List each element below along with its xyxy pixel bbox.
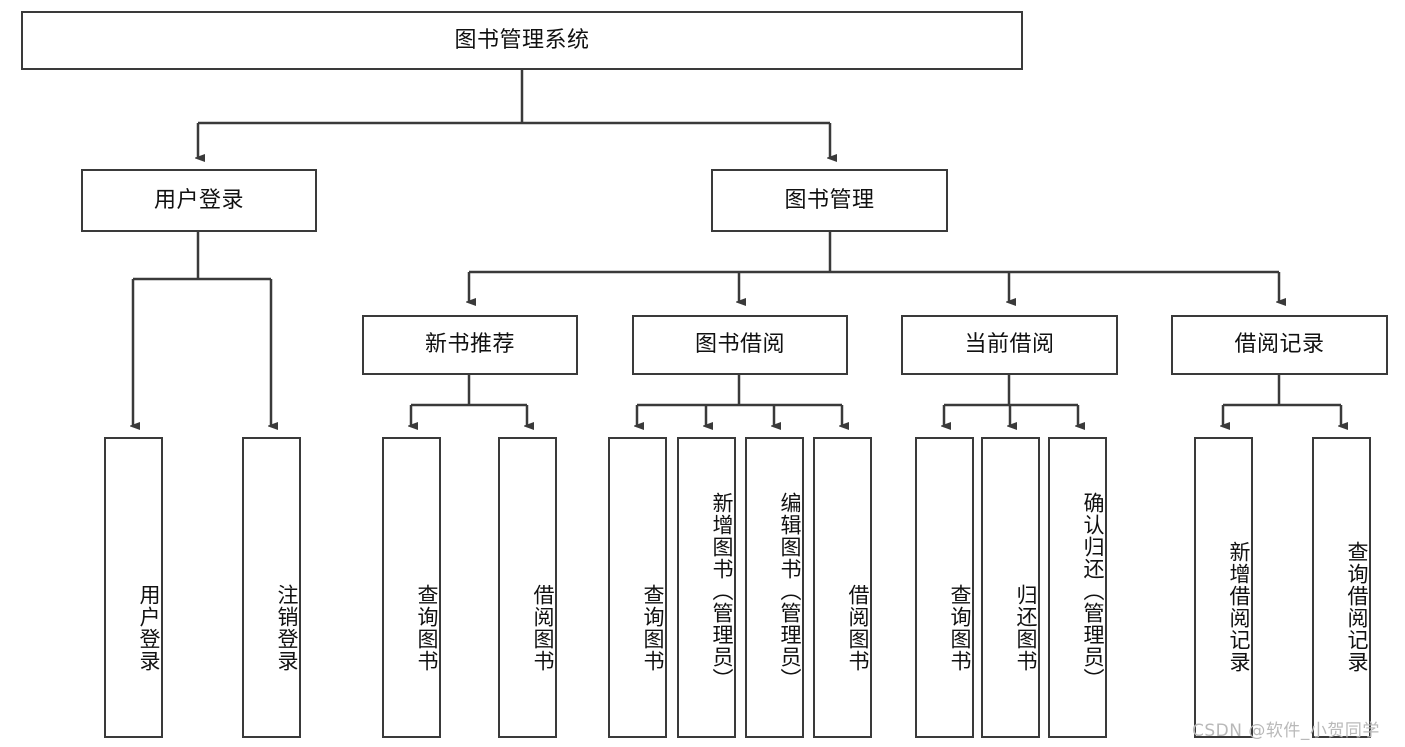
node-leaf-borrow-book-2-label: 借阅图书 xyxy=(846,583,870,672)
node-leaf-borrow-book-1-label: 借阅图书 xyxy=(531,583,555,672)
node-current-borrow[interactable]: 当前借阅 xyxy=(901,315,1118,375)
node-new-book-recommend[interactable]: 新书推荐 xyxy=(362,315,578,375)
node-leaf-user-login-label: 用户登录 xyxy=(137,583,161,672)
node-leaf-return-book-label: 归还图书 xyxy=(1014,583,1038,672)
node-leaf-return-book[interactable]: 归还图书 xyxy=(981,437,1040,738)
node-leaf-add-book-label: 新增图书（管理员） xyxy=(710,491,734,690)
node-new-book-recommend-label: 新书推荐 xyxy=(424,332,515,358)
node-book-manage-label: 图书管理 xyxy=(784,187,875,213)
node-leaf-query-book-3-label: 查询图书 xyxy=(948,583,972,672)
node-user-login-label: 用户登录 xyxy=(153,187,244,213)
node-leaf-query-book-1[interactable]: 查询图书 xyxy=(382,437,441,738)
node-leaf-query-record-label: 查询借阅记录 xyxy=(1345,540,1369,673)
node-leaf-add-book[interactable]: 新增图书（管理员） xyxy=(677,437,736,738)
node-book-borrow[interactable]: 图书借阅 xyxy=(632,315,848,375)
node-leaf-query-book-1-label: 查询图书 xyxy=(415,583,439,672)
node-leaf-query-book-2[interactable]: 查询图书 xyxy=(608,437,667,738)
node-leaf-confirm-return-label: 确认归还（管理员） xyxy=(1081,491,1105,690)
node-leaf-add-record[interactable]: 新增借阅记录 xyxy=(1194,437,1253,738)
node-leaf-user-login[interactable]: 用户登录 xyxy=(104,437,163,738)
node-leaf-user-logout[interactable]: 注销登录 xyxy=(242,437,301,738)
node-leaf-user-logout-label: 注销登录 xyxy=(275,583,299,672)
node-borrow-record[interactable]: 借阅记录 xyxy=(1171,315,1388,375)
node-root[interactable]: 图书管理系统 xyxy=(21,11,1023,70)
node-book-manage[interactable]: 图书管理 xyxy=(711,169,948,232)
node-current-borrow-label: 当前借阅 xyxy=(964,332,1055,358)
node-leaf-borrow-book-1[interactable]: 借阅图书 xyxy=(498,437,557,738)
node-book-borrow-label: 图书借阅 xyxy=(694,332,785,358)
node-leaf-add-record-label: 新增借阅记录 xyxy=(1227,540,1251,673)
node-leaf-edit-book-label: 编辑图书（管理员） xyxy=(778,491,802,690)
node-borrow-record-label: 借阅记录 xyxy=(1234,332,1325,358)
node-leaf-edit-book[interactable]: 编辑图书（管理员） xyxy=(745,437,804,738)
node-leaf-confirm-return[interactable]: 确认归还（管理员） xyxy=(1048,437,1107,738)
node-leaf-query-book-3[interactable]: 查询图书 xyxy=(915,437,974,738)
node-leaf-query-record[interactable]: 查询借阅记录 xyxy=(1312,437,1371,738)
node-root-label: 图书管理系统 xyxy=(454,27,590,53)
csdn-watermark: CSDN @软件_小贺同学 xyxy=(1192,721,1380,741)
node-leaf-query-book-2-label: 查询图书 xyxy=(641,583,665,672)
node-user-login[interactable]: 用户登录 xyxy=(81,169,317,232)
node-leaf-borrow-book-2[interactable]: 借阅图书 xyxy=(813,437,872,738)
